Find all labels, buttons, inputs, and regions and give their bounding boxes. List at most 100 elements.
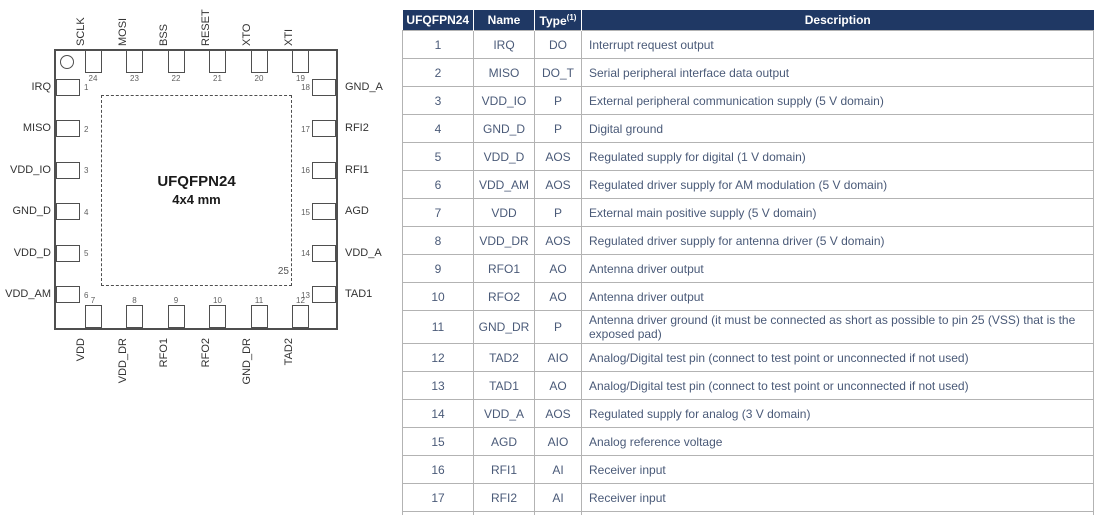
pin-number: 11 [254, 296, 264, 305]
pin-label: RFO1 [158, 338, 170, 368]
pin-number: 15 [301, 207, 310, 217]
type-cell: AOS [534, 399, 582, 428]
description-cell: Antenna driver output [581, 254, 1094, 283]
description-cell: Regulated driver supply for antenna driv… [581, 226, 1094, 255]
name-cell: RFO1 [473, 254, 535, 283]
pin-number: 14 [301, 249, 310, 258]
pin-pad [312, 286, 336, 303]
pin-number: 19 [296, 74, 305, 83]
header-type-footnote: (1) [566, 12, 577, 22]
description-cell: Digital ground [581, 114, 1094, 143]
type-cell: AO [534, 282, 582, 311]
name-cell: MISO [473, 58, 535, 87]
pin-pad [312, 120, 336, 137]
type-cell: AI [534, 483, 582, 512]
pin-label: GND_A [345, 80, 383, 93]
pin-number: 4 [84, 207, 89, 217]
pin-number: 12 [296, 296, 305, 305]
pin-cell: 12 [402, 343, 474, 372]
name-cell: AGD [473, 427, 535, 456]
description-cell: Receiver input [581, 483, 1094, 512]
header-type: Type(1) [534, 10, 582, 31]
name-cell: VDD_DR [473, 226, 535, 255]
pin-pad [209, 305, 226, 328]
description-cell: Regulated driver supply for AM modulatio… [581, 170, 1094, 199]
type-cell: P [534, 86, 582, 115]
pin-cell: 15 [402, 427, 474, 456]
pin-pad [84, 50, 102, 73]
name-cell: TAD2 [473, 343, 535, 372]
description-cell: Analog/Digital test pin (connect to test… [581, 343, 1094, 372]
description-cell: Analog ground [581, 511, 1094, 515]
type-cell: AOS [534, 170, 582, 199]
pin-label: VDD_A [345, 246, 382, 259]
pin-label: MISO [22, 122, 51, 134]
package-name: UFQFPN24 [157, 173, 236, 190]
pin-cell: 18 [402, 511, 474, 515]
pin-number: 17 [301, 124, 310, 134]
pin-cell: 16 [402, 455, 474, 484]
pin-pad [312, 203, 336, 220]
pin-pad [84, 305, 102, 328]
name-cell: VDD_AM [473, 170, 535, 199]
header-name: Name [473, 10, 535, 31]
header-description: Description [581, 10, 1094, 31]
pin-label: RFI1 [345, 163, 369, 176]
type-cell: P [534, 198, 582, 227]
pin-cell: 14 [402, 399, 474, 428]
pin-cell: 3 [402, 86, 474, 115]
pin-cell: 9 [402, 254, 474, 283]
pin1-indicator-circle [60, 55, 74, 69]
pin-label: VDD_D [13, 246, 51, 259]
pin-label: TAD2 [282, 338, 295, 366]
pin-pad [312, 78, 336, 96]
pin-number: 20 [254, 74, 264, 83]
description-cell: Serial peripheral interface data output [581, 58, 1094, 87]
pin-pad [56, 203, 80, 220]
description-cell: Analog/Digital test pin (connect to test… [581, 371, 1094, 400]
name-cell: GND_DR [473, 310, 535, 344]
name-cell: VDD_IO [473, 86, 535, 115]
name-cell: VDD_A [473, 399, 535, 428]
pin-cell: 10 [402, 282, 474, 311]
name-cell: VDD [473, 198, 535, 227]
pin-number: 10 [213, 296, 222, 305]
pin-pad [292, 50, 309, 73]
pin-number: 2 [84, 124, 89, 134]
type-cell: AOS [534, 142, 582, 171]
type-cell: AO [534, 371, 582, 400]
pin-label: AGD [345, 205, 369, 217]
type-cell: AO [534, 254, 582, 283]
name-cell: VDD_D [473, 142, 535, 171]
pin-number: 16 [301, 166, 310, 175]
pin-pad [167, 50, 185, 73]
pin-label: MOSI [116, 17, 129, 46]
description-cell: Antenna driver ground (it must be connec… [581, 310, 1094, 344]
pin-number: 21 [213, 74, 222, 83]
pin-number: 13 [301, 290, 310, 300]
type-cell: AIO [534, 427, 582, 456]
package-title: UFQFPN24 4x4 mm [101, 173, 292, 208]
pin-pad [250, 305, 268, 328]
description-cell: Regulated supply for digital (1 V domain… [581, 142, 1094, 171]
type-cell: P [534, 511, 582, 515]
pin-pad [312, 161, 336, 179]
pin-label: IRQ [31, 80, 51, 93]
exposed-pad-outline [101, 95, 292, 286]
pin-pad [56, 120, 80, 137]
